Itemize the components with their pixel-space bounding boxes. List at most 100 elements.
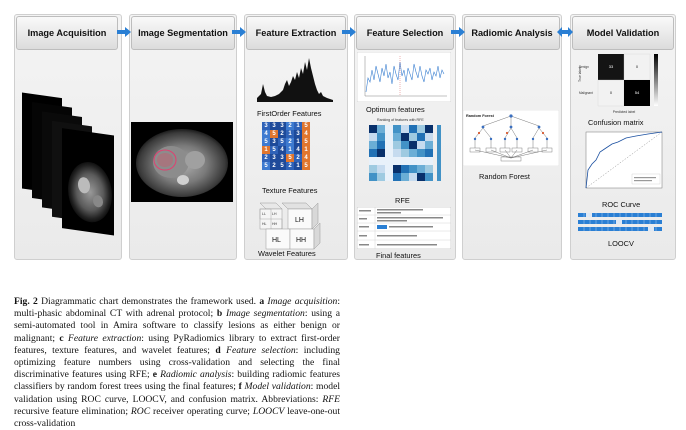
rfe-heatmap-cell	[393, 141, 401, 149]
wavelet-subband-label: LH	[272, 212, 277, 216]
roc-curve-label: ROC Curve	[602, 200, 641, 209]
caption-text-e: : building radiomic features classifiers…	[14, 369, 340, 393]
texture-matrix-cell: 4	[278, 146, 286, 154]
wavelet-subband-label: HL	[262, 222, 267, 226]
rfe-heatmap-cell	[409, 141, 417, 149]
rfe-heatmap-cell	[401, 141, 409, 149]
rfe-heatmap-title: Ranking of features with RFE	[377, 118, 424, 122]
rfe-colorbar	[437, 125, 441, 181]
texture-matrix-cell: 1	[294, 162, 302, 170]
rfe-heatmap-cell	[417, 165, 425, 173]
rfe-heatmap-cell	[409, 173, 417, 181]
loocv-label: LOOCV	[608, 239, 634, 248]
caption-text-a: : multi-phasic abdominal CT with adrenal…	[14, 296, 340, 320]
texture-matrix-cell: 4	[294, 146, 302, 154]
confusion-matrix-value: 0	[636, 64, 639, 69]
caption-letter-f: f	[238, 381, 242, 393]
rfe-heatmap-cell	[369, 165, 377, 173]
confusion-matrix-value: 0	[610, 90, 613, 95]
texture-matrix-cell: 5	[286, 154, 294, 162]
wavelet-decomposition-cube: LL LH HL HH LH HL HH	[259, 202, 321, 250]
texture-matrix-cell: 4	[262, 130, 270, 138]
stage-title-radiomic-analysis: Radiomic Analysis	[464, 16, 560, 50]
caption-letter-e: e	[152, 369, 158, 381]
confusion-matrix-xlabel: Predicted label	[613, 110, 636, 114]
texture-matrix-cell: 1	[294, 138, 302, 146]
rfe-heatmap-cell	[425, 165, 433, 173]
texture-matrix-cell: 2	[270, 162, 278, 170]
caption-term-f: Model validation	[244, 381, 311, 393]
rfe-heatmap-cell	[393, 125, 401, 133]
rfe-heatmap-cell	[369, 141, 377, 149]
first-order-histogram-chart	[257, 58, 333, 102]
caption-text-roc: receiver operating curve;	[150, 405, 253, 417]
texture-matrix-cell: 5	[262, 138, 270, 146]
final-features-label: Final features	[376, 251, 421, 260]
confusion-matrix-value: 54	[635, 90, 640, 95]
texture-matrix-cell: 3	[270, 154, 278, 162]
texture-matrix-cell: 5	[278, 138, 286, 146]
first-order-features-label: FirstOrder Features	[257, 109, 322, 118]
rfe-ranking-heatmap: Ranking of features with RFE	[369, 118, 441, 181]
texture-matrix-cell: 4	[302, 130, 310, 138]
stage-title-image-acquisition: Image Acquisition	[16, 16, 118, 50]
rfe-heatmap-cell	[377, 125, 385, 133]
arrow-right-icon	[451, 27, 465, 37]
wavelet-subband-label: LL	[262, 212, 266, 216]
texture-matrix-cell: 3	[270, 138, 278, 146]
rfe-heatmap-cell	[417, 141, 425, 149]
texture-matrix-cell: 4	[302, 154, 310, 162]
texture-matrix-cell: 1	[262, 146, 270, 154]
rfe-heatmap-cell	[409, 157, 417, 165]
texture-matrix-cell: 1	[302, 146, 310, 154]
caption-text-d: : including optimizing feature numbers u…	[14, 344, 340, 381]
optimum-features-label: Optimum features	[366, 105, 425, 114]
caption-term-roc: ROC	[130, 405, 151, 417]
arrow-bidirectional-icon	[557, 27, 573, 37]
wavelet-subband-label: LH	[295, 217, 304, 224]
rfe-heatmap-cell	[425, 157, 433, 165]
optimum-features-plot	[357, 52, 451, 102]
caption-term-e: Radiomic analysis	[160, 369, 232, 381]
arrow-right-icon	[117, 27, 131, 37]
texture-matrix-cell: 2	[262, 154, 270, 162]
random-forest-label: Random Forest	[479, 172, 530, 181]
wavelet-subband-label: HL	[272, 237, 281, 244]
rfe-heatmap-cell	[377, 141, 385, 149]
random-forest-diagram: Random Forest	[463, 110, 559, 166]
rfe-heatmap-cell	[393, 149, 401, 157]
rfe-heatmap-cell	[401, 165, 409, 173]
rfe-heatmap-cell	[401, 157, 409, 165]
rfe-heatmap-cell	[401, 125, 409, 133]
rfe-heatmap-cell	[385, 173, 393, 181]
texture-matrix-cell: 3	[270, 122, 278, 130]
rfe-heatmap-cell	[417, 125, 425, 133]
arrow-right-icon	[232, 27, 246, 37]
rfe-heatmap-cell	[369, 133, 377, 141]
caption-term-rfe: RFE	[322, 393, 340, 405]
texture-matrix-cell: 2	[286, 162, 294, 170]
texture-matrix-cell: 5	[262, 162, 270, 170]
rfe-heatmap-cell	[409, 165, 417, 173]
caption-term-c: Feature extraction	[68, 332, 142, 344]
rfe-heatmap-cell	[369, 125, 377, 133]
texture-matrix-cell: 5	[302, 122, 310, 130]
texture-matrix-cell: 2	[286, 122, 294, 130]
caption-intro: Diagrammatic chart demonstrates the fram…	[37, 296, 260, 307]
rfe-heatmap-cell	[377, 133, 385, 141]
roc-curve-chart	[585, 131, 663, 189]
caption-term-loocv: LOOCV	[252, 405, 285, 417]
rfe-heatmap-cell	[425, 173, 433, 181]
rfe-heatmap-cell	[393, 133, 401, 141]
texture-matrix-cell: 2	[294, 154, 302, 162]
rfe-heatmap-cell	[377, 165, 385, 173]
stage-title-model-validation: Model Validation	[572, 16, 674, 50]
wavelet-subband-label: HH	[296, 237, 306, 244]
confusion-matrix-row-label: Malignant	[579, 91, 593, 95]
confusion-matrix-row-label: Benign	[579, 65, 589, 69]
caption-letter-b: b	[216, 308, 223, 320]
rfe-heatmap-cell	[409, 133, 417, 141]
rfe-heatmap-cell	[417, 173, 425, 181]
loocv-diagram	[578, 213, 662, 231]
